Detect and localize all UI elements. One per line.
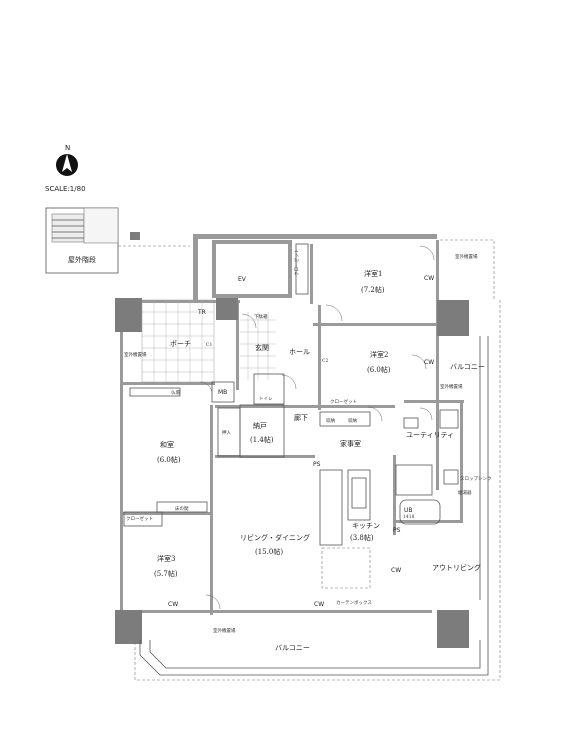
study-label: 家事室 [340,439,361,448]
north-label: N [65,144,71,152]
ev-label: EV [238,276,247,283]
oshiire-label: 押入 [222,429,231,436]
compass-icon [56,154,78,176]
water-heater-label: 給湯器 [458,489,472,496]
tokonoma-label: 床の間 [175,505,189,512]
washitsu-size: (6.0帖) [157,455,181,464]
ps-label-1: PS [313,461,321,468]
ac-unit-label-2: 室外機置場 [124,351,147,358]
balcony-outline [139,336,489,676]
bedroom3-label: 洋室3 [157,554,175,563]
toilet-label: トイレ [259,397,273,402]
tr-label: TR [197,309,206,316]
shoes2-label: 収納 [348,417,357,424]
storage-size: (1.4帖) [250,435,274,444]
kitchen-label: キッチン [352,522,380,530]
living-size: (15.0帖) [255,547,283,556]
cw-label-4: CW [314,601,324,608]
bedroom1-size: (7.2帖) [361,285,385,294]
closet-b3-label: クローゼット [126,515,153,522]
outdoor-stairs [45,207,140,274]
kitchen-size: (3.8帖) [350,533,374,542]
entrance-label: 玄関 [255,343,269,352]
balcony-east-label: バルコニー [450,363,485,371]
bedroom1-label: 洋室1 [364,269,382,278]
washitsu-label: 和室 [160,440,174,449]
stairs-label: 屋外階段 [68,255,96,264]
bedroom2-size: (6.0帖) [367,365,391,374]
butsudan-label: 仏壇 [171,389,180,396]
utility-label: ユーティリティ [406,431,454,439]
balcony-south-label: バルコニー [275,644,310,652]
c2-label: C2 [322,358,328,364]
closet-main-label: クローゼット [330,398,357,405]
porch-tiles [141,299,215,383]
bedroom2-label: 洋室2 [370,350,388,359]
gesoku-label: 下駄箱 [254,313,268,320]
structural-columns [115,298,469,648]
curtain-box-label: カーテンボックス [336,599,372,606]
shoes1-label: 収納 [326,417,335,424]
entrance-tiles [240,312,276,380]
corridor-label: 廊下 [294,413,308,422]
scale-label: SCALE:1/80 [45,185,86,193]
cw-label-2: CW [424,359,434,366]
ps-label-2: PS [393,527,401,534]
closet-b1-label: クローゼット [293,249,300,276]
fixtures [123,243,459,589]
porch-label: ポーチ [170,340,191,348]
cw-label-1: CW [424,275,434,282]
ac-unit-label-1: 室外機置場 [455,253,478,260]
c1-label: C1 [206,342,212,348]
hall-label: ホール [289,348,310,356]
walls [120,234,464,635]
outdoor-living-label: アウトリビング [432,563,481,572]
storage-label: 納戸 [253,421,267,430]
door-swings [199,245,435,610]
bedroom3-size: (5.7帖) [154,569,178,578]
ac-unit-label-3: 室外機置場 [440,383,463,390]
slop-sink-label: スロップシンク [460,476,492,482]
cw-label-3: CW [168,601,178,608]
site-boundary [118,239,501,681]
cw-label-5: CW [391,567,401,574]
living-label: リビング・ダイニング [240,533,310,542]
mb-label: MB [218,389,227,396]
ub-size: 1418 [403,514,415,520]
ac-unit-label-4: 室外機置場 [213,627,236,634]
ub-label: UB [404,507,413,514]
